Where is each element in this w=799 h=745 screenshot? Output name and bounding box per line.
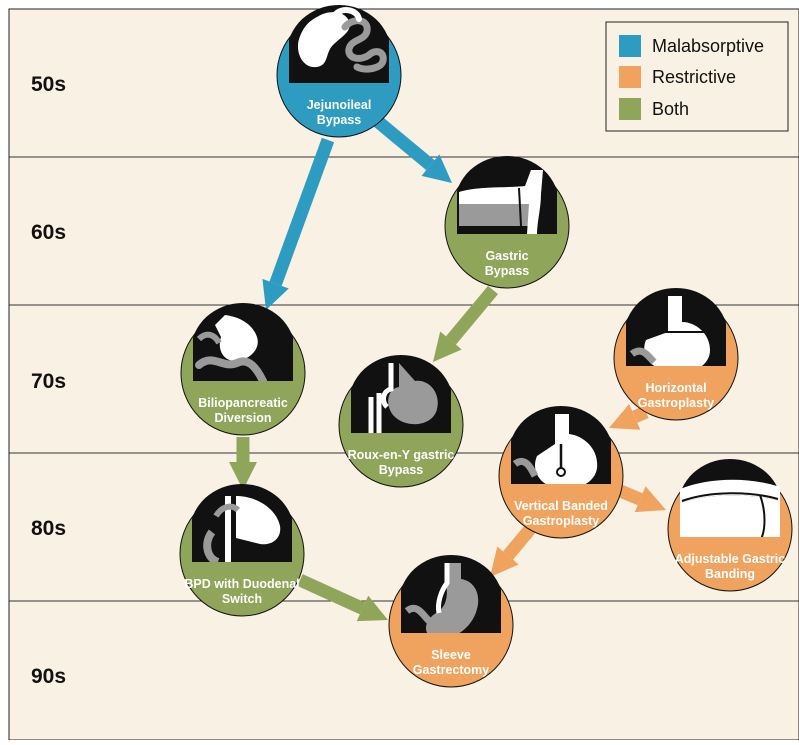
node-label-line: Switch [222, 592, 262, 606]
legend-swatch-both [619, 98, 641, 120]
node-label-line: Sleeve [431, 648, 471, 662]
arrow-head [262, 278, 289, 310]
node-label-line: Gastrectomy [413, 663, 489, 677]
era-labels: 50s 60s 70s 80s 90s [31, 73, 66, 688]
procedure-icon [626, 288, 726, 366]
node-label-line: Bypass [485, 264, 530, 278]
procedure-icon [680, 459, 780, 537]
legend: Malabsorptive Restrictive Both [605, 21, 789, 132]
arrow-shaft [615, 483, 643, 506]
node-label-line: BPD with Duodenal [184, 577, 299, 591]
procedure-icon [511, 406, 611, 484]
procedure-icon [351, 355, 451, 433]
era-label-70s: 70s [31, 370, 66, 393]
node-label-line: Jejunoileal [307, 98, 372, 112]
legend-label-restrictive: Restrictive [652, 67, 736, 87]
node-label-line: Adjustable Gastric [675, 552, 785, 566]
arrow-head [634, 486, 666, 513]
arrow-jejunoileal-to-biliopancreatic [262, 137, 335, 310]
node-label-line: Roux-en-Y gastric [348, 448, 455, 462]
arrow-head [490, 546, 519, 577]
procedure-icon [289, 5, 389, 83]
legend-swatch-restrictive [619, 66, 641, 88]
node-label-line: Gastric [485, 249, 528, 263]
arrow-shaft [269, 137, 335, 286]
arrow-vbg-to-sleeve [490, 523, 536, 577]
node-label-line: Biliopancreatic [198, 396, 288, 410]
arrow-head [421, 154, 452, 183]
arrow-biliopancreatic-to-bpd-ds [229, 437, 257, 490]
arrow-head [433, 331, 462, 362]
era-label-50s: 50s [31, 73, 66, 96]
legend-swatch-malabsorptive [619, 35, 641, 57]
era-label-90s: 90s [31, 665, 66, 688]
arrow-gastric-bypass-to-roux-en-y [433, 285, 498, 362]
era-label-60s: 60s [31, 221, 66, 244]
arrow-vbg-to-adjustable-banding [615, 483, 666, 513]
procedure-icon [192, 484, 292, 562]
node-label-line: Diversion [215, 411, 272, 425]
legend-label-both: Both [652, 99, 689, 119]
node-label-line: Vertical Banded [514, 499, 608, 513]
procedure-icon [457, 156, 557, 234]
arrow-shaft [297, 574, 366, 615]
procedure-arrows [229, 109, 666, 622]
node-label-line: Banding [705, 567, 755, 581]
node-label-line: Bypass [379, 463, 424, 477]
arrow-shaft [365, 109, 435, 171]
procedure-icon [193, 303, 293, 381]
arrow-head [356, 595, 388, 622]
era-label-80s: 80s [31, 517, 66, 540]
arrow-bpd-ds-to-sleeve [297, 574, 388, 622]
node-label-line: Gastroplasty [638, 396, 714, 410]
arrow-shaft [632, 406, 649, 423]
procedure-icon [401, 555, 501, 633]
arrow-shaft [445, 285, 498, 345]
node-label-line: Horizontal [645, 381, 706, 395]
arrow-jejunoileal-to-gastric-bypass [365, 109, 452, 183]
arrow-head [609, 404, 641, 430]
node-label-line: Gastroplasty [523, 514, 599, 528]
arrow-shaft [502, 523, 536, 560]
arrow-head [229, 462, 257, 490]
legend-label-malabsorptive: Malabsorptive [652, 36, 764, 56]
node-label-line: Bypass [317, 113, 362, 127]
arrow-horizontal-gastroplasty-to-vbg [609, 404, 649, 430]
